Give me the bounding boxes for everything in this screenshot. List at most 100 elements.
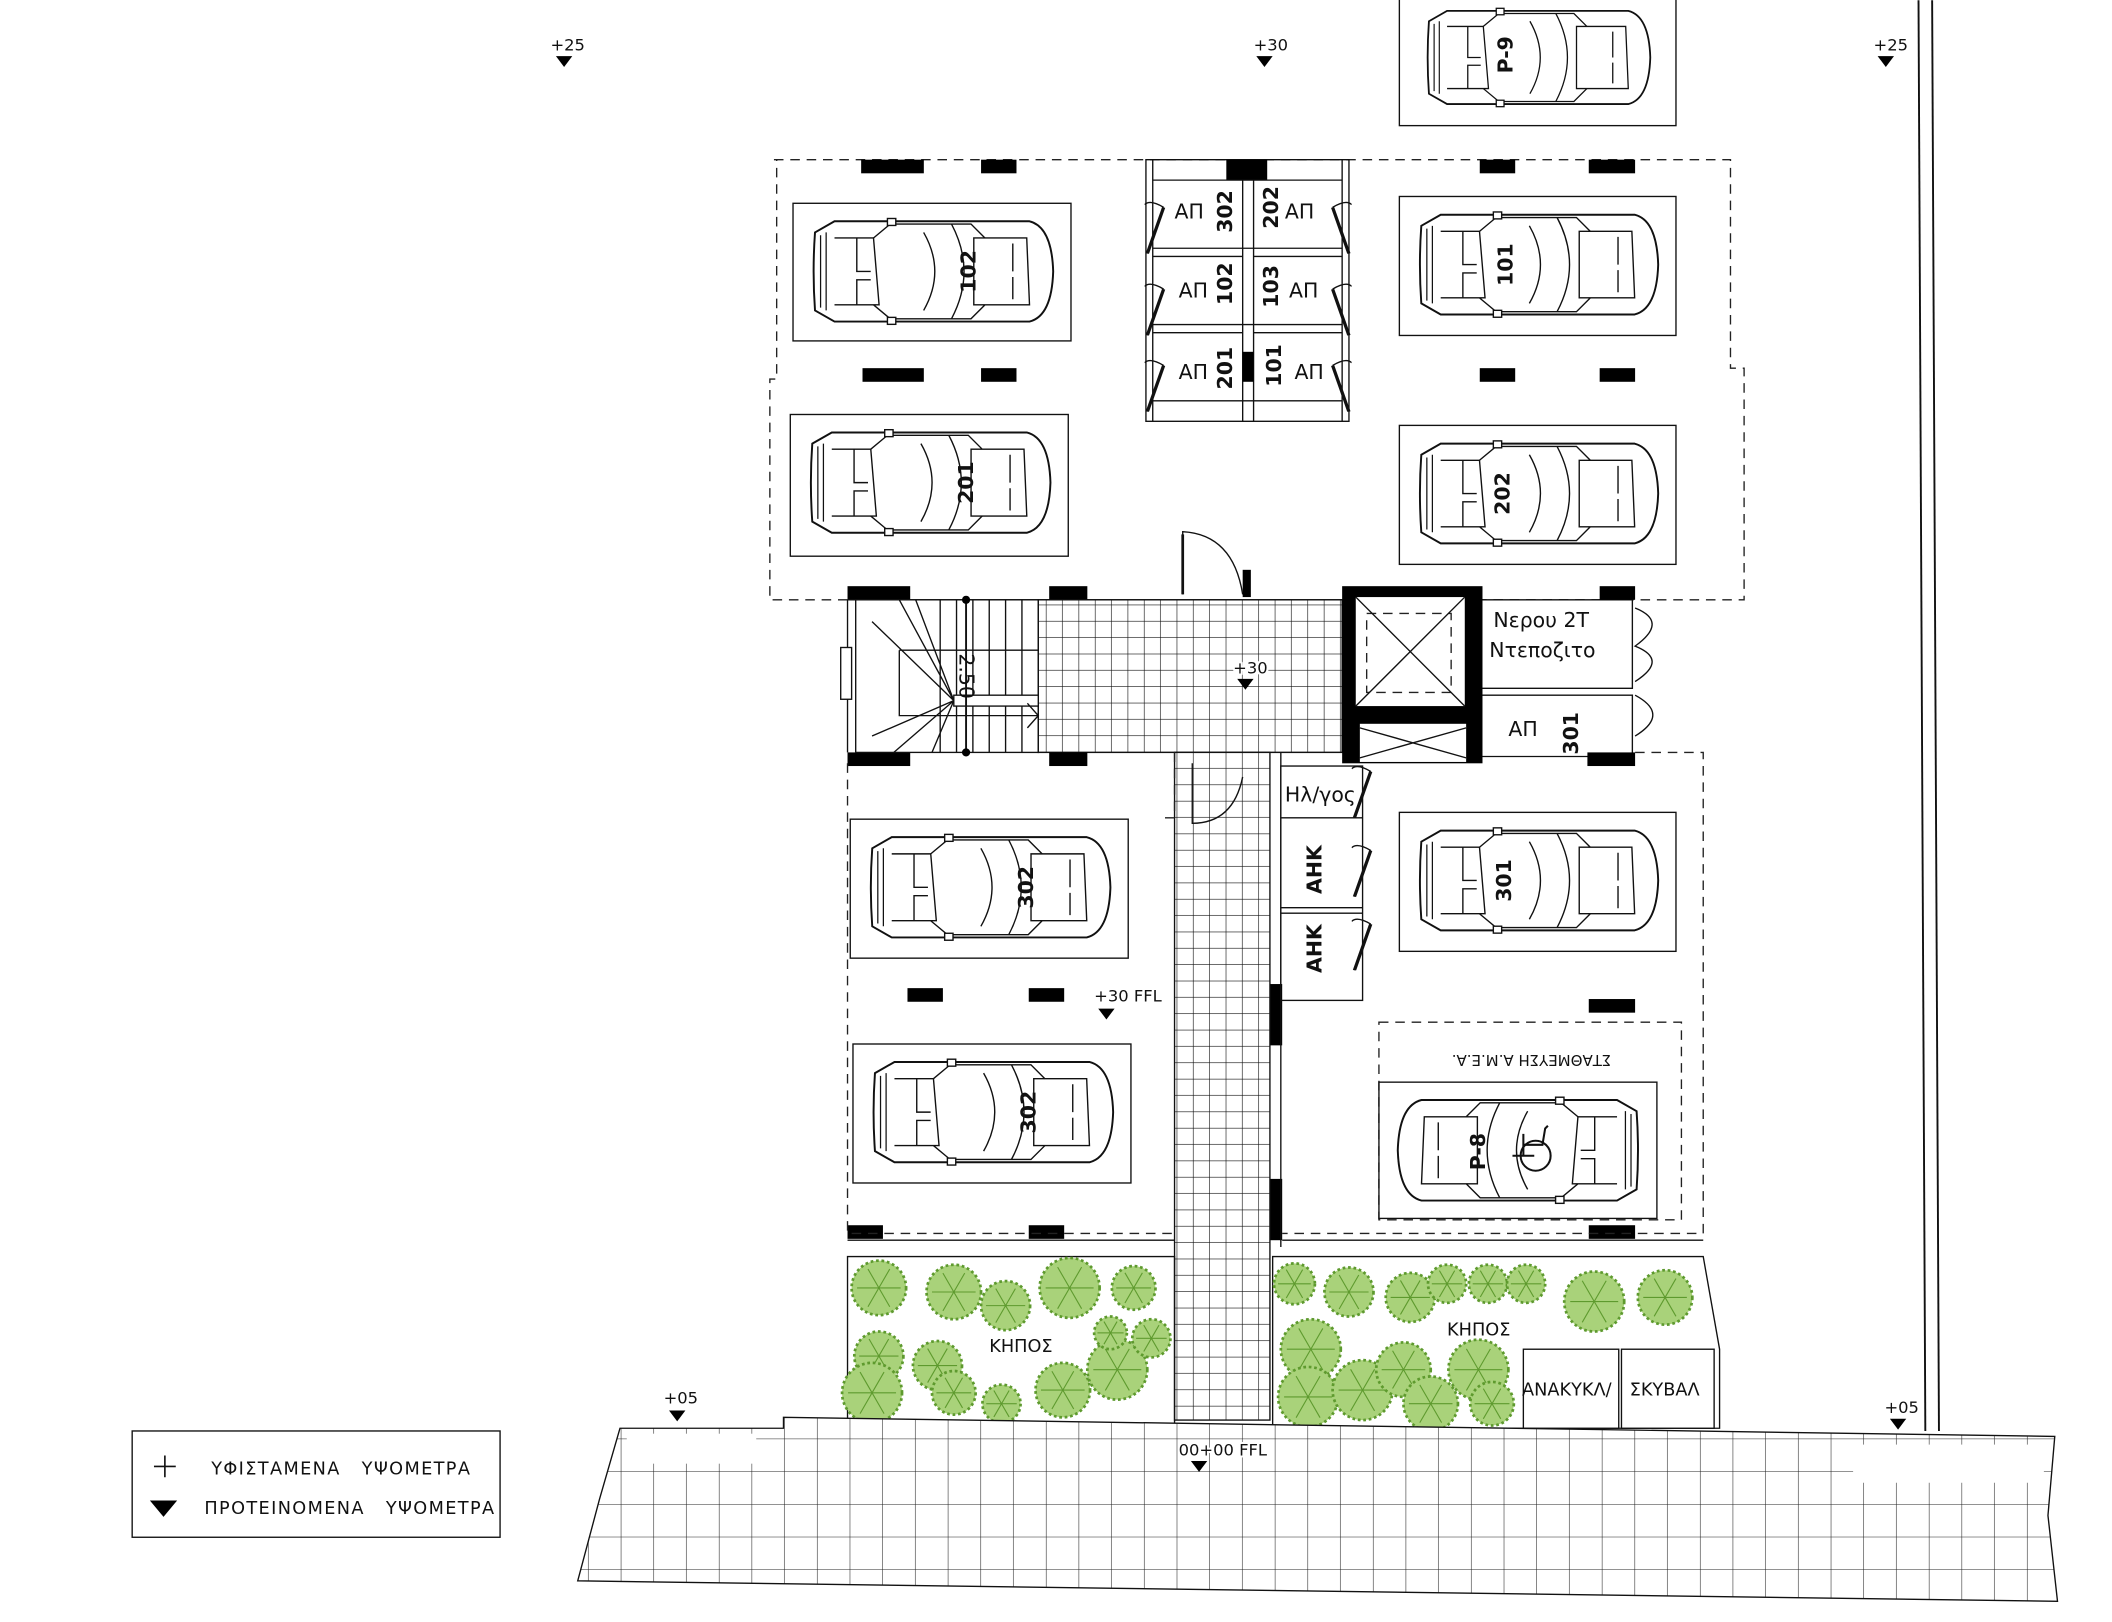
utility-rooms: Ηλ/γος ΑΗΚ ΑΗΚ	[1280, 764, 1373, 1002]
tree-icon	[840, 1361, 904, 1425]
trees	[1272, 1262, 1694, 1433]
svg-text:Νερου 2Τ: Νερου 2Τ	[1493, 608, 1589, 632]
tree-icon	[1272, 1262, 1317, 1306]
tree-icon	[1038, 1256, 1101, 1320]
tree-icon	[1276, 1365, 1340, 1429]
tree-icon	[1467, 1263, 1509, 1305]
cross-icon	[153, 1455, 176, 1478]
svg-text:ΑΠ: ΑΠ	[1294, 360, 1323, 384]
svg-text:P-9: P-9	[1493, 36, 1517, 73]
elevation-marker: +05	[1882, 1396, 1921, 1430]
lower-parking-outline	[846, 751, 1704, 1235]
svg-text:102: 102	[957, 250, 981, 293]
svg-text:2.50: 2.50	[954, 653, 978, 698]
building-core: 2.50 Νερου 2Τ Ντεποζιτο ΑΠ 301	[840, 530, 1654, 1421]
svg-text:202: 202	[1259, 186, 1283, 229]
svg-text:302: 302	[1014, 866, 1038, 909]
storage-unit-302: ΑΠ 302	[1144, 190, 1237, 254]
tree-icon	[1402, 1375, 1460, 1433]
water-tank-room: Νερου 2Τ Ντεποζιτο	[1482, 586, 1653, 690]
elevation-marker: +30	[1252, 34, 1290, 68]
tree-icon	[981, 1383, 1022, 1425]
wheelchair-icon	[1512, 1125, 1552, 1172]
tree-icon	[1636, 1268, 1694, 1327]
svg-text:+05: +05	[664, 1389, 698, 1408]
svg-text:+30: +30	[1254, 36, 1289, 55]
tree-icon	[1085, 1338, 1149, 1401]
tree-icon	[979, 1279, 1032, 1332]
parking-space-101: 101	[1398, 195, 1677, 337]
svg-text:ΑΠ: ΑΠ	[1179, 278, 1208, 302]
tree-icon	[925, 1263, 983, 1321]
svg-text:+05: +05	[1884, 1398, 1919, 1417]
parking-space-p9: P-9	[1398, 0, 1677, 127]
garden-right: ΚΗΠΟΣ	[1271, 1255, 1721, 1433]
svg-text:+30: +30	[1233, 658, 1268, 677]
garden-left: ΚΗΠΟΣ	[840, 1255, 1176, 1425]
staircase: 2.50	[840, 595, 1040, 757]
svg-text:102: 102	[1213, 262, 1237, 305]
elevation-marker: +25	[548, 34, 587, 68]
elevation-marker: 00+00 FFL	[1177, 1438, 1270, 1472]
legend: ΥΦΙΣΤΑΜΕΝΑ ΥΨΟΜΕΤΡΑ ΠΡΟΤΕΙΝΟΜΕΝΑ ΥΨΟΜΕΤΡ…	[131, 1430, 501, 1538]
elevation-marker: +30	[1231, 656, 1270, 690]
tree-icon	[1505, 1263, 1547, 1305]
svg-text:ΑΠ: ΑΠ	[1179, 360, 1208, 384]
svg-text:+25: +25	[1874, 36, 1909, 55]
tree-icon	[1426, 1263, 1468, 1305]
trees	[840, 1256, 1172, 1425]
svg-text:ΑΠ: ΑΠ	[1285, 199, 1314, 223]
svg-text:301: 301	[1492, 859, 1516, 902]
tree-icon	[850, 1259, 908, 1317]
parking-space-301: 301	[1398, 811, 1677, 953]
elevation-marker: +25	[1872, 34, 1910, 68]
svg-text:ΑΠ: ΑΠ	[1289, 278, 1318, 302]
svg-text:ΚΗΠΟΣ: ΚΗΠΟΣ	[1447, 1321, 1510, 1341]
svg-text:101: 101	[1262, 344, 1286, 387]
svg-text:ΑΠ: ΑΠ	[1175, 199, 1204, 223]
tree-icon	[1562, 1270, 1626, 1333]
svg-text:ΣΤΑΘΜΕΥΣΗ Α.Μ.Ε.Α.: ΣΤΑΘΜΕΥΣΗ Α.Μ.Ε.Α.	[1452, 1051, 1612, 1069]
elevation-marker: +05	[662, 1387, 700, 1422]
parking-space-201: 201	[789, 413, 1069, 557]
upper-parking-outline	[769, 159, 1745, 601]
parking-space-302a: 302	[849, 818, 1129, 959]
svg-text:ΚΗΠΟΣ: ΚΗΠΟΣ	[989, 1337, 1052, 1357]
accessible-parking-p8: ΣΤΑΘΜΕΥΣΗ Α.Μ.Ε.Α. P-8	[1378, 1021, 1683, 1221]
property-line	[1917, 0, 1940, 1431]
tree-icon	[1384, 1271, 1437, 1324]
svg-text:ΑΗΚ: ΑΗΚ	[1303, 923, 1327, 973]
tree-icon	[1130, 1317, 1172, 1359]
svg-text:ΑΠ: ΑΠ	[1508, 717, 1537, 741]
svg-text:ΑΝΑΚΥΚΛ/: ΑΝΑΚΥΚΛ/	[1522, 1381, 1612, 1401]
svg-text:ΣΚΥΒΑΛ: ΣΚΥΒΑΛ	[1630, 1381, 1700, 1401]
triangle-icon	[149, 1500, 178, 1517]
elevation-markers: +25 +30 +25 +30 +30 FFL +05 +05 00+00 FF…	[548, 34, 1921, 1472]
svg-text:ΑΗΚ: ΑΗΚ	[1303, 844, 1327, 894]
tree-icon	[1279, 1317, 1343, 1381]
svg-text:P-8: P-8	[1466, 1133, 1490, 1170]
svg-text:202: 202	[1491, 472, 1515, 515]
storage-unit-301: ΑΠ 301	[1482, 694, 1654, 767]
entrance-door	[1181, 530, 1251, 598]
svg-text:+30 FFL: +30 FFL	[1094, 987, 1162, 1006]
tree-icon	[1323, 1266, 1375, 1318]
svg-text:103: 103	[1259, 265, 1283, 308]
tree-icon	[1092, 1315, 1129, 1351]
svg-text:ΠΡΟΤΕΙΝΟΜΕΝΑ ΥΨΟΜΕΤΡΑ: ΠΡΟΤΕΙΝΟΜΕΝΑ ΥΨΟΜΕΤΡΑ	[204, 1499, 495, 1519]
svg-text:201: 201	[954, 461, 978, 504]
parking-space-302b: 302	[852, 1043, 1132, 1184]
structural-columns	[847, 159, 1636, 1241]
svg-text:201: 201	[1213, 347, 1237, 390]
svg-text:Ηλ/γος: Ηλ/γος	[1285, 782, 1356, 806]
parking-space-202: 202	[1398, 424, 1677, 566]
svg-text:301: 301	[1559, 712, 1583, 755]
tree-icon	[1034, 1361, 1092, 1419]
svg-text:302: 302	[1017, 1091, 1041, 1134]
svg-text:302: 302	[1213, 190, 1237, 233]
